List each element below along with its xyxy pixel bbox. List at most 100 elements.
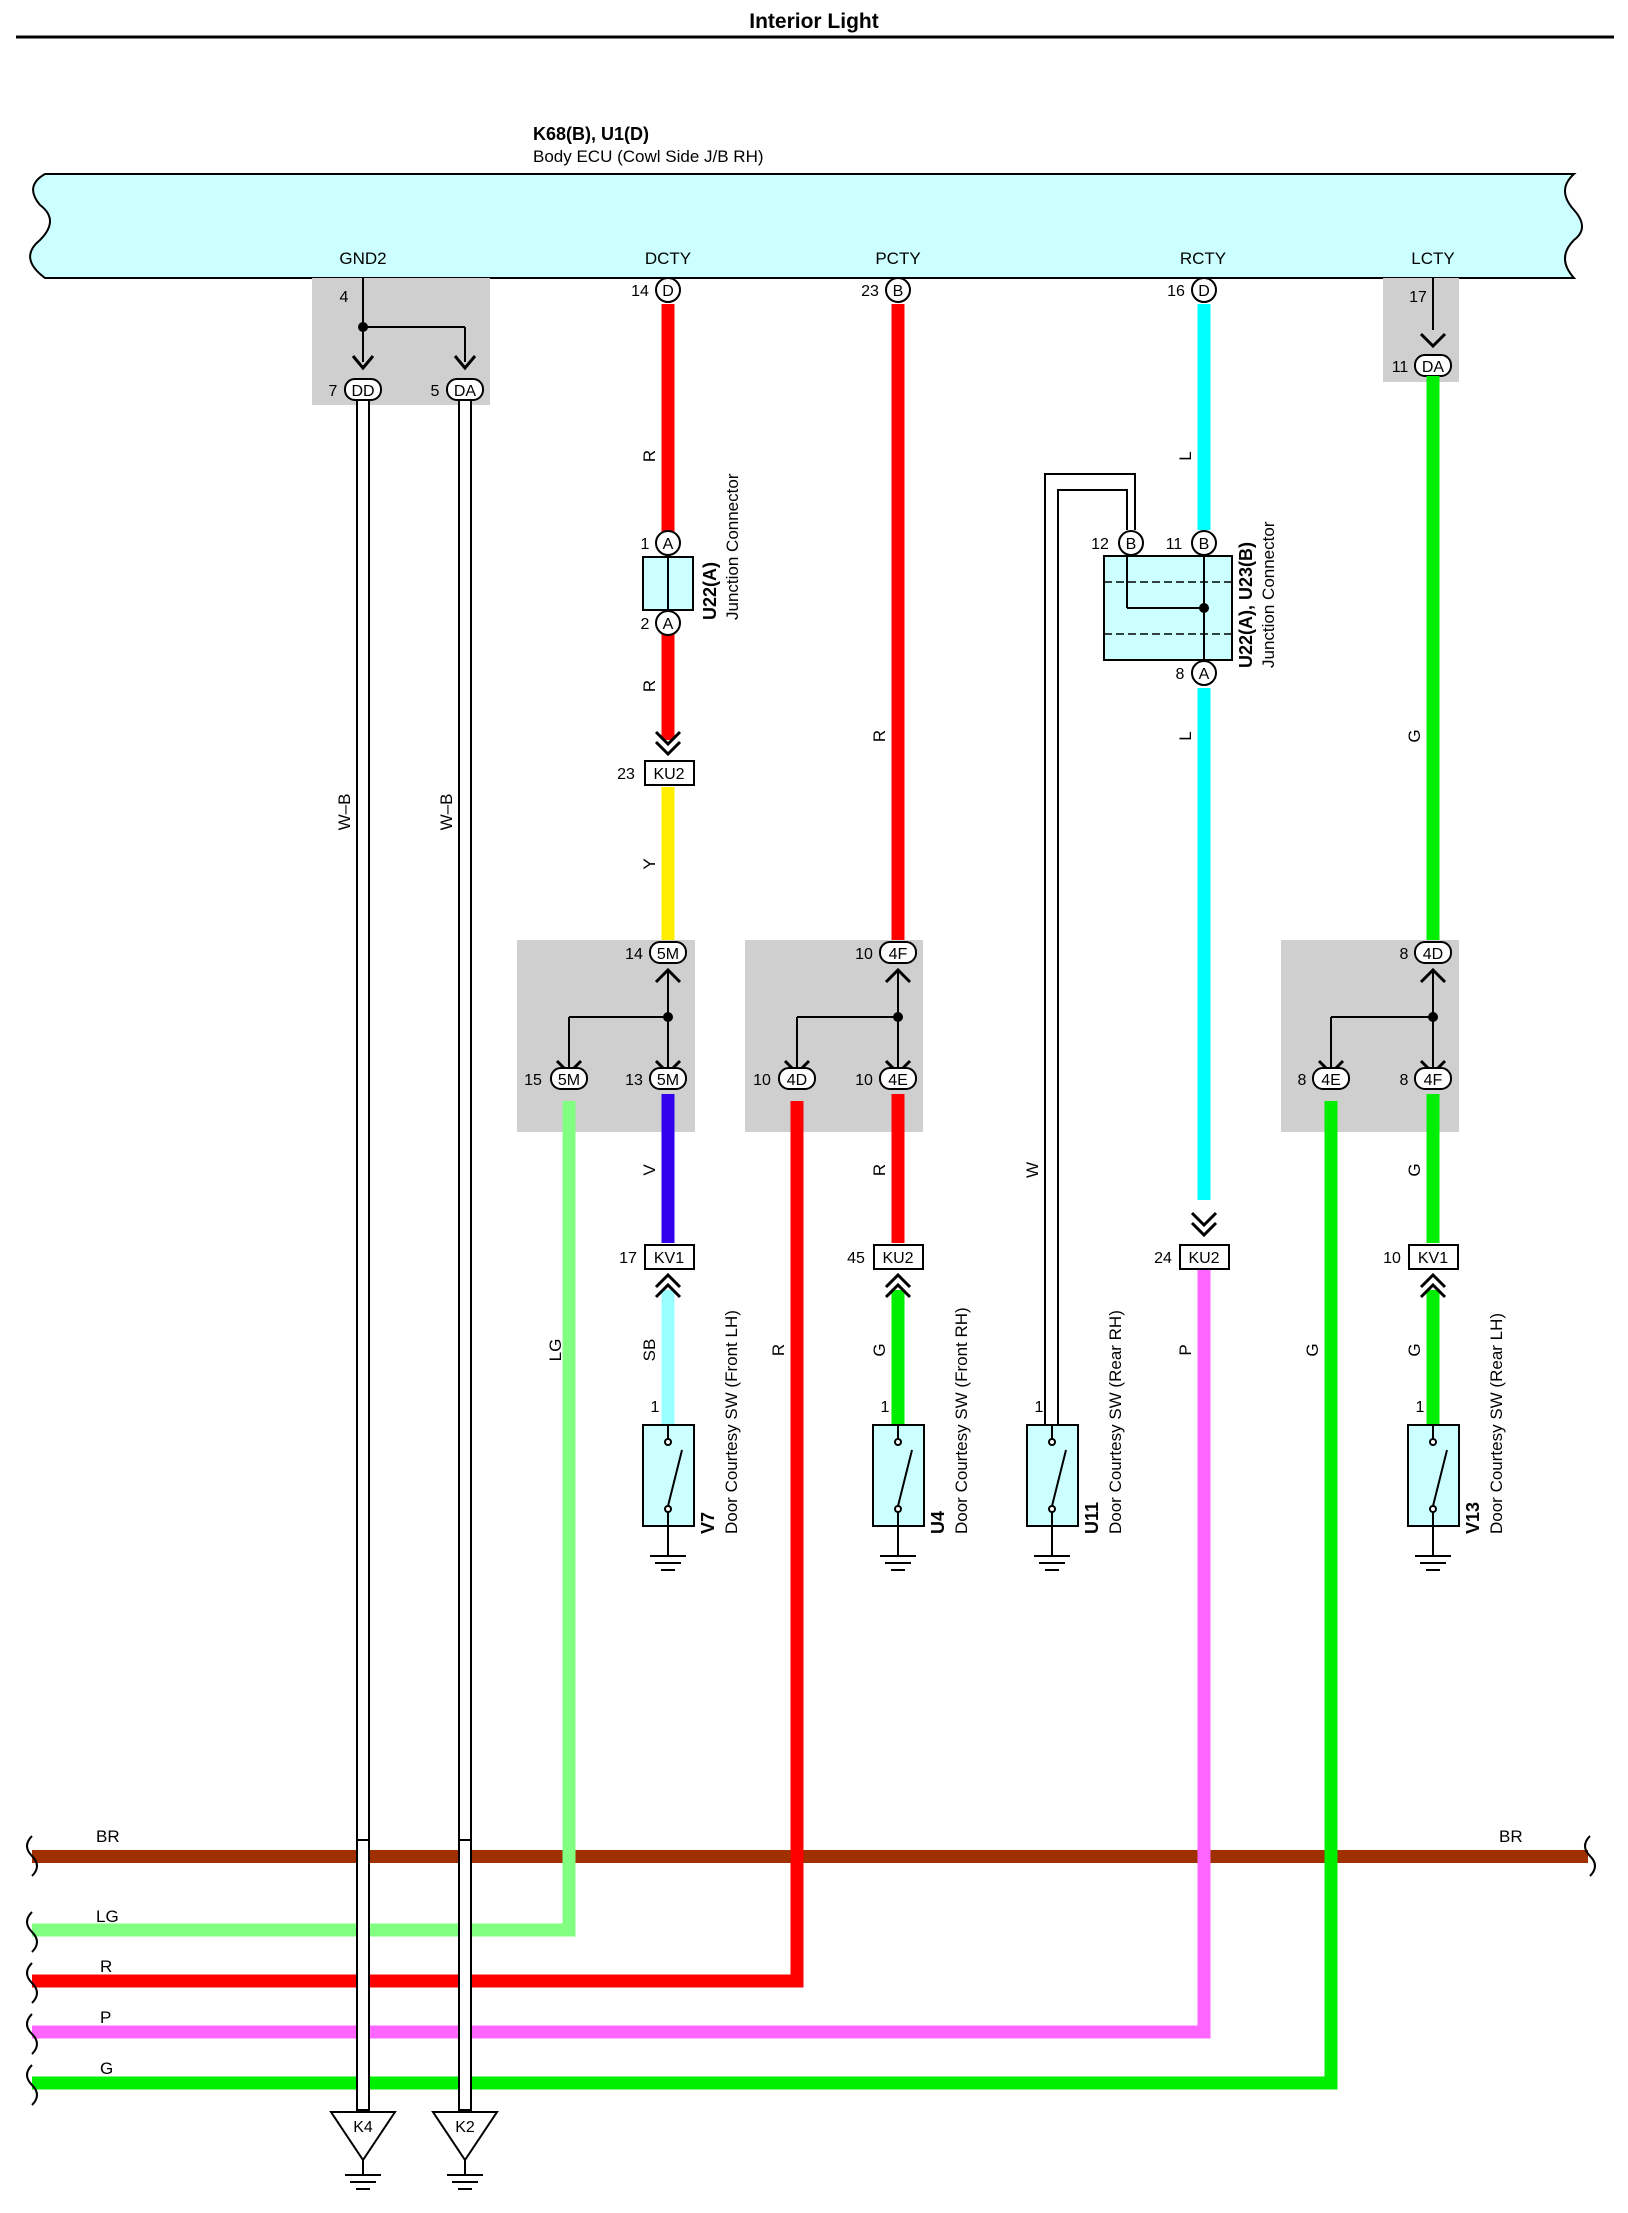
label-dcty-sb: SB <box>640 1339 659 1362</box>
connector-kv1-l: KV1 <box>1418 1250 1448 1267</box>
pin-u23-8: 8 <box>1176 666 1185 683</box>
switch-u4-name: Door Courtesy SW (Front RH) <box>952 1307 971 1534</box>
pin-ku2-r: 24 <box>1154 1250 1172 1267</box>
connector-u23-b12: B <box>1126 536 1137 553</box>
bus-label-g: G <box>100 2059 113 2078</box>
bus-br-break-left <box>26 1835 38 1877</box>
ecu-name: Body ECU (Cowl Side J/B RH) <box>533 147 764 166</box>
switch-v13-name: Door Courtesy SW (Rear LH) <box>1487 1313 1506 1534</box>
connector-4f-l: 4F <box>1424 1072 1443 1089</box>
label-rcty-p: P <box>1176 1344 1195 1355</box>
terminal-rcty: RCTY <box>1180 249 1226 268</box>
connector-da-gnd: DA <box>454 383 477 400</box>
wire-r-bus <box>32 1101 804 1988</box>
connector-u23-a8: A <box>1199 666 1210 683</box>
pin-4f-top: 10 <box>855 946 873 963</box>
ground-k4: K4 <box>329 2111 397 2190</box>
switch-v13-code: V13 <box>1463 1502 1483 1534</box>
pin-sw-u4: 1 <box>881 1399 890 1416</box>
bus-br-break-right <box>1584 1835 1596 1877</box>
pin-4d: 10 <box>753 1072 771 1089</box>
junction-u22-code: U22(A) <box>700 562 720 620</box>
label-dcty-r2: R <box>640 680 659 692</box>
bus-p-break <box>26 2013 38 2055</box>
pin-sw-u11: 1 <box>1035 1399 1044 1416</box>
page-title: Interior Light <box>749 10 879 33</box>
connector-ku2-d: KU2 <box>653 766 684 783</box>
pin-da-gnd: 5 <box>431 383 440 400</box>
bus-label-r: R <box>100 1957 112 1976</box>
pin-5m-top: 14 <box>625 946 643 963</box>
bus-label-lg: LG <box>96 1907 119 1926</box>
junction-u23-name: Junction Connector <box>1259 521 1278 668</box>
pin-5m-right: 13 <box>625 1072 643 1089</box>
pin-4d-top: 8 <box>1400 946 1409 963</box>
connector-5m-left: 5M <box>558 1072 580 1089</box>
pin-ku2-p: 45 <box>847 1250 865 1267</box>
ground-k2: K2 <box>431 2111 499 2190</box>
label-lcty-g2: G <box>1405 1163 1424 1176</box>
pin-sw-v7: 1 <box>651 1399 660 1416</box>
wire-wb-k2-cross <box>458 1839 472 2111</box>
body-ecu <box>29 173 1583 279</box>
label-r-left: R <box>769 1344 788 1356</box>
connector-dcty-d: D <box>662 283 674 300</box>
pin-u23-12: 12 <box>1091 536 1109 553</box>
label-lcty-g3: G <box>1405 1343 1424 1356</box>
connector-4e-l: 4E <box>1321 1072 1341 1089</box>
lcty-circuit: 17 DA 11 G 4D 8 4E 8 4F 8 G KV1 10 G G 1 <box>1298 278 1506 1571</box>
connector-rcty-d: D <box>1198 283 1210 300</box>
pin-gnd2: 4 <box>340 289 349 306</box>
switch-u11-code: U11 <box>1082 1502 1102 1534</box>
ground-k4-label: K4 <box>353 2119 373 2136</box>
pin-sw-v13: 1 <box>1416 1399 1425 1416</box>
connector-4e-p: 4E <box>888 1072 908 1089</box>
pin-u22-2: 2 <box>641 616 650 633</box>
bus-label-p: P <box>100 2008 111 2027</box>
pin-ku2-d: 23 <box>617 766 635 783</box>
terminal-dcty: DCTY <box>645 249 691 268</box>
pin-pcty: 23 <box>861 283 879 300</box>
bus-label-br-right: BR <box>1499 1827 1523 1846</box>
bus-lg-break <box>26 1911 38 1953</box>
pin-kv1-l: 10 <box>1383 1250 1401 1267</box>
switch-v7-code: V7 <box>698 1512 718 1534</box>
label-g-left: G <box>1303 1343 1322 1356</box>
label-dcty-y: Y <box>640 858 659 869</box>
connector-5m-top: 5M <box>657 946 679 963</box>
label-dcty-v: V <box>640 1164 659 1176</box>
wire-w-inner <box>1044 473 1136 1425</box>
pin-5m-left: 15 <box>524 1072 542 1089</box>
connector-kv1-d: KV1 <box>654 1250 684 1267</box>
bus-br <box>32 1850 1588 1863</box>
bus-g-break <box>26 2064 38 2106</box>
switch-u4-code: U4 <box>928 1511 948 1534</box>
label-pcty-r2: R <box>870 1164 889 1176</box>
dcty-circuit: D 14 R A 1 A 2 U22(A) Junction Connector… <box>524 277 742 1571</box>
label-lg: LG <box>546 1339 565 1362</box>
pin-kv1-d: 17 <box>619 1250 637 1267</box>
label-dcty-r1: R <box>640 450 659 462</box>
connector-4f-top: 4F <box>889 946 908 963</box>
bus-r-break <box>26 1962 38 2004</box>
bus-label-br-left: BR <box>96 1827 120 1846</box>
connector-lcty-da: DA <box>1422 359 1445 376</box>
pin-4e-l: 8 <box>1298 1072 1307 1089</box>
label-wb-1: W–B <box>335 794 354 831</box>
ground-k2-label: K2 <box>455 2119 475 2136</box>
pin-dcty: 14 <box>631 283 649 300</box>
switch-u11-name: Door Courtesy SW (Rear RH) <box>1106 1310 1125 1534</box>
terminal-gnd2: GND2 <box>339 249 386 268</box>
wire-lg <box>32 1101 576 1937</box>
connector-dd: DD <box>351 383 374 400</box>
gnd2-circuit: 4 DD 7 DA 5 <box>329 278 484 401</box>
wire-p-bus <box>32 1268 1211 2039</box>
connector-5m-right: 5M <box>657 1072 679 1089</box>
connector-ku2-p: KU2 <box>882 1250 913 1267</box>
ecu-code: K68(B), U1(D) <box>533 124 649 144</box>
junction-u22-name: Junction Connector <box>723 473 742 620</box>
label-rcty-l2: L <box>1176 731 1195 740</box>
pin-u22-1: 1 <box>641 536 650 553</box>
label-lcty-g1: G <box>1405 729 1424 742</box>
terminal-pcty: PCTY <box>875 249 920 268</box>
